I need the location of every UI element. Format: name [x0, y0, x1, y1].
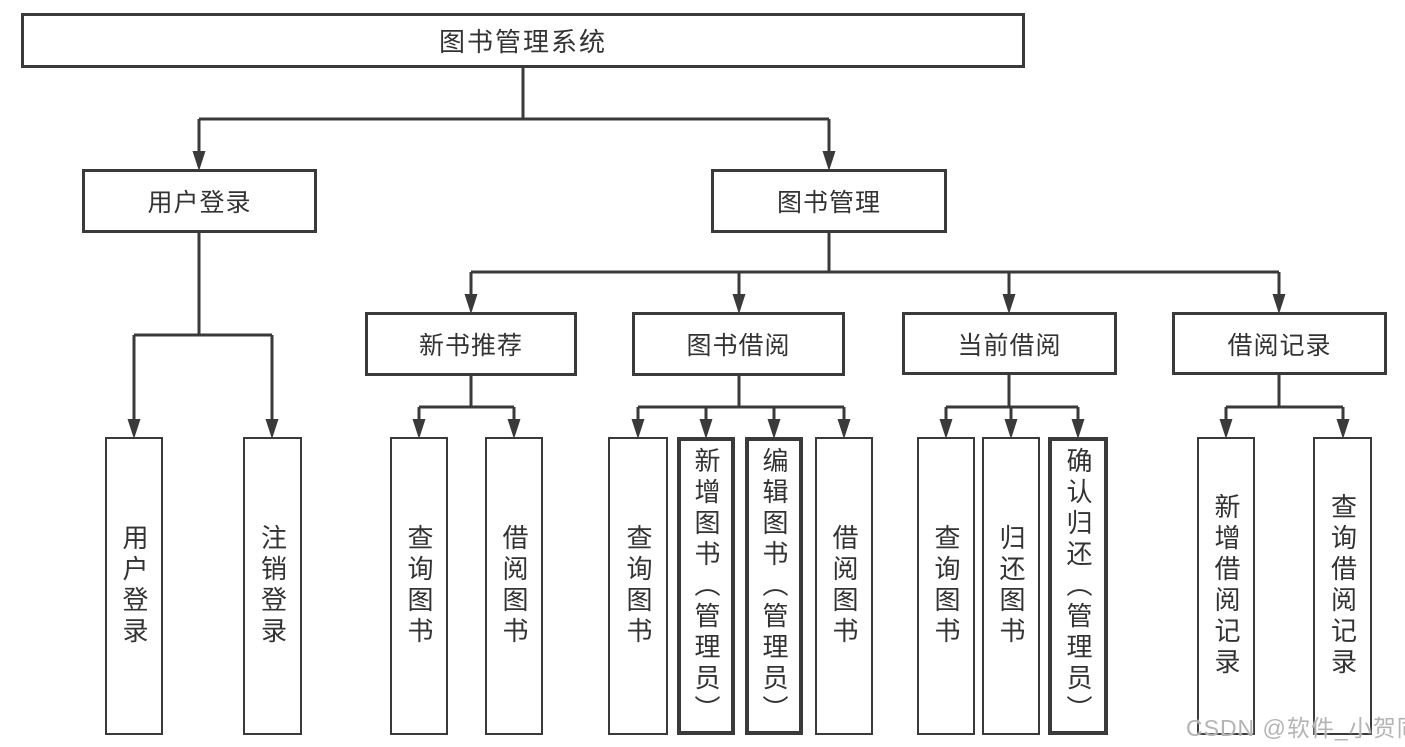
leaf-borrowing-query-books: 查询图书: [608, 437, 668, 735]
leaf-newbook-borrow-books-label: 借阅图书: [499, 524, 529, 648]
leaf-current-confirm-return-admin-label: 确认归还（管理员）: [1063, 446, 1093, 726]
leaf-current-query-books: 查询图书: [917, 437, 975, 735]
leaf-records-add-record-label: 新增借阅记录: [1211, 493, 1241, 679]
leaf-records-query-record-label: 查询借阅记录: [1327, 493, 1358, 679]
node-borrow-records-label: 借阅记录: [1227, 331, 1332, 360]
leaf-user-login: 用户登录: [105, 437, 163, 735]
leaf-current-query-books-label: 查询图书: [931, 524, 961, 648]
node-borrow-records: 借阅记录: [1172, 312, 1387, 375]
node-current-borrowing-label: 当前借阅: [957, 331, 1062, 360]
leaf-logout-label: 注销登录: [257, 524, 288, 648]
leaf-newbook-borrow-books: 借阅图书: [485, 437, 543, 735]
node-user-login-label: 用户登录: [147, 189, 252, 217]
leaf-borrowing-edit-books-admin: 编辑图书（管理员）: [745, 437, 803, 735]
node-current-borrowing: 当前借阅: [902, 312, 1117, 375]
leaf-current-return-books-label: 归还图书: [996, 524, 1026, 648]
leaf-user-login-label: 用户登录: [119, 524, 149, 648]
leaf-borrowing-add-books-admin-label: 新增图书（管理员）: [691, 446, 721, 726]
leaf-borrowing-borrow-books-label: 借阅图书: [829, 524, 859, 648]
leaf-records-add-record: 新增借阅记录: [1197, 437, 1255, 735]
node-book-borrowing-label: 图书借阅: [686, 332, 791, 360]
watermark-csdn: CSDN @软件_小贺同学: [1186, 715, 1405, 741]
leaf-records-query-record: 查询借阅记录: [1313, 437, 1372, 735]
leaf-borrowing-query-books-label: 查询图书: [623, 524, 653, 648]
leaf-logout: 注销登录: [243, 437, 302, 735]
node-book-management-label: 图书管理: [776, 189, 881, 217]
node-library-system: 图书管理系统: [21, 13, 1025, 68]
leaf-borrowing-borrow-books: 借阅图书: [815, 437, 873, 735]
leaf-current-confirm-return-admin: 确认归还（管理员）: [1048, 437, 1108, 735]
leaf-borrowing-edit-books-admin-label: 编辑图书（管理员）: [759, 446, 789, 726]
node-book-management: 图书管理: [711, 169, 947, 233]
node-new-book-recommend: 新书推荐: [365, 312, 577, 376]
node-user-login: 用户登录: [82, 169, 317, 233]
node-book-borrowing: 图书借阅: [632, 312, 845, 376]
node-library-system-label: 图书管理系统: [438, 27, 607, 57]
leaf-borrowing-add-books-admin: 新增图书（管理员）: [677, 437, 735, 735]
node-new-book-recommend-label: 新书推荐: [418, 332, 523, 360]
leaf-newbook-query-books: 查询图书: [390, 437, 448, 735]
leaf-current-return-books: 归还图书: [982, 437, 1040, 735]
leaf-newbook-query-books-label: 查询图书: [404, 524, 434, 648]
